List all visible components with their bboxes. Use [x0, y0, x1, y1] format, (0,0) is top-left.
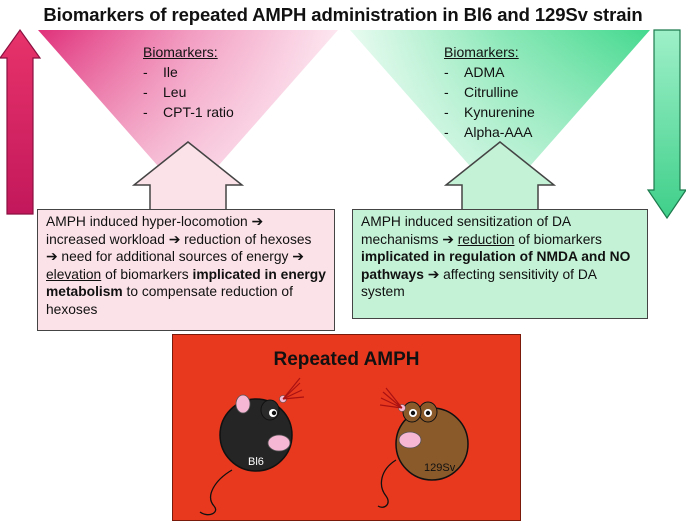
- right-biomarker-item: -Kynurenine: [444, 104, 535, 120]
- left-biomarker-item: -Leu: [143, 84, 187, 100]
- right-biomarker-item: -Citrulline: [444, 84, 519, 100]
- left-biomarker-list: Biomarkers: -Ile -Leu -CPT-1 ratio: [143, 42, 234, 122]
- right-explanation-box: AMPH induced sensitization of DA mechani…: [352, 209, 648, 319]
- right-biomarker-list: Biomarkers: -ADMA -Citrulline -Kynurenin…: [444, 42, 535, 142]
- left-explanation-box: AMPH induced hyper-locomotion ➔ increase…: [37, 209, 335, 331]
- left-funnel-shade: [38, 30, 338, 200]
- mouse-129sv-icon: [377, 387, 469, 508]
- left-biomarker-header: Biomarkers:: [143, 44, 218, 60]
- left-biomarker-item: -Ile: [143, 64, 178, 80]
- right-block-arrow-icon: [443, 141, 557, 211]
- left-block-arrow-icon: [131, 141, 245, 211]
- mouse-label-bl6: Bl6: [248, 456, 264, 468]
- right-biomarker-item: -ADMA: [444, 64, 505, 80]
- increase-arrow-icon: [0, 28, 42, 215]
- decrease-arrow-icon: [646, 29, 686, 220]
- right-funnel-shade: [350, 30, 650, 200]
- diagram-title: Biomarkers of repeated AMPH administrati…: [43, 4, 643, 25]
- mouse-bl6-icon: [199, 377, 305, 516]
- right-biomarker-item: -Alpha-AAA: [444, 124, 533, 140]
- left-biomarker-item: -CPT-1 ratio: [143, 104, 234, 120]
- repeated-amph-title: Repeated AMPH: [273, 349, 420, 370]
- mouse-label-129sv: 129Sv: [424, 462, 456, 474]
- right-biomarker-header: Biomarkers:: [444, 44, 519, 60]
